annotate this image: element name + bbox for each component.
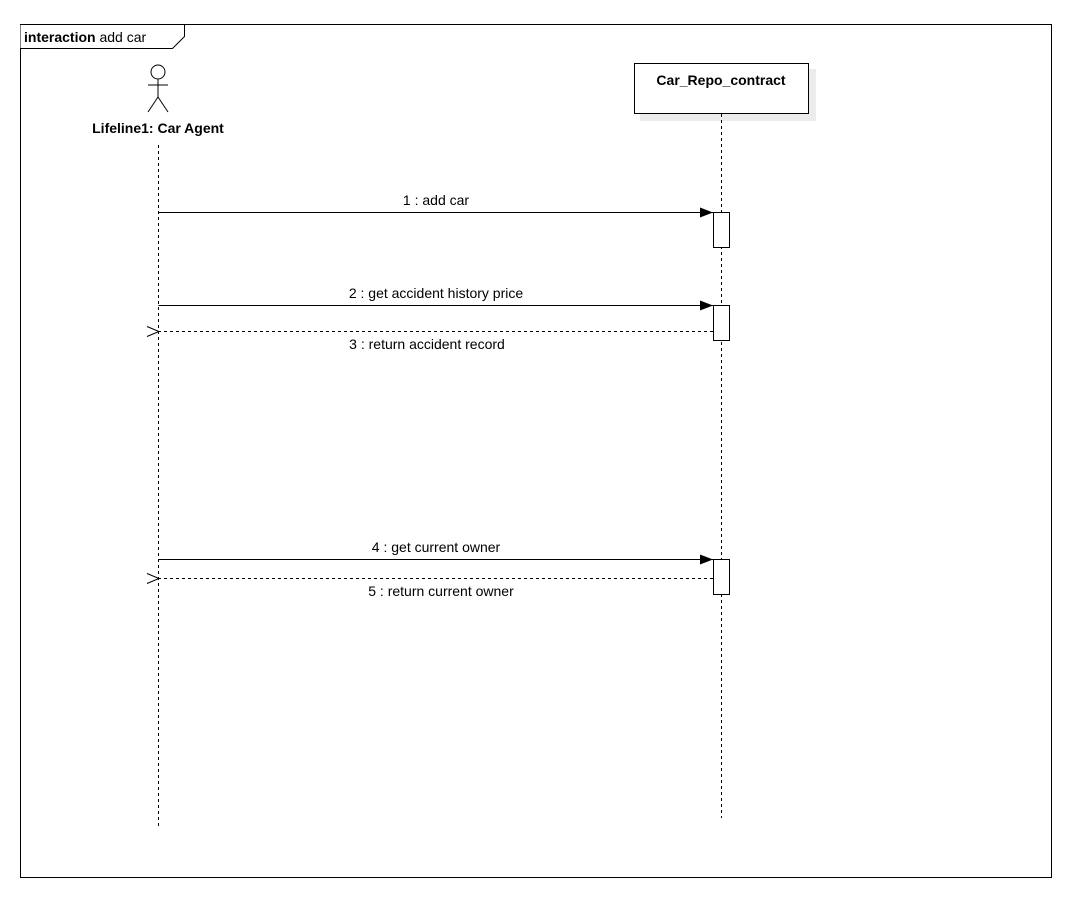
frame-title: interaction add car [24, 29, 147, 45]
message-3-label: 3 : return accident record [349, 336, 505, 352]
activation-bar [713, 212, 730, 248]
lifeline-1-label: Lifeline1: Car Agent [92, 120, 224, 136]
lifeline-2-label: Car_Repo_contract [656, 72, 785, 88]
message-5-label: 5 : return current owner [368, 583, 514, 599]
message-2-label: 2 : get accident history price [349, 285, 524, 301]
lifeline-2-head [634, 63, 809, 114]
frame-name: add car [96, 29, 147, 45]
message-1-label: 1 : add car [403, 192, 469, 208]
frame-tab [20, 24, 185, 49]
message-4-label: 4 : get current owner [372, 539, 501, 555]
actor-icon [147, 64, 169, 113]
interaction-frame [20, 24, 1052, 878]
frame-keyword: interaction [24, 29, 96, 45]
activation-bar [713, 559, 730, 595]
activation-bar [713, 305, 730, 341]
